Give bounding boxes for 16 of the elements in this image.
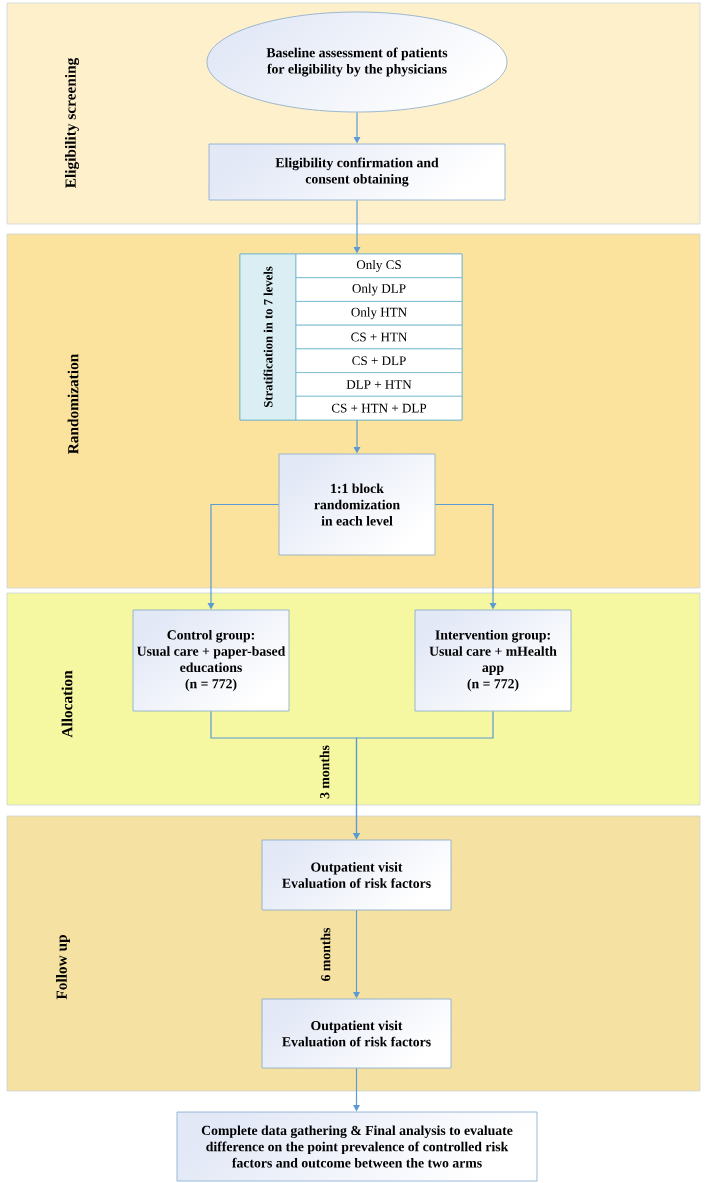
process-box: Control group: Usual care + paper-based educations (n = 772) <box>132 609 290 712</box>
process-box: Intervention group: Usual care + mHealth app (n = 772) <box>414 609 572 712</box>
table-cell: Only HTN <box>295 301 463 326</box>
edge-label: 3 months <box>319 745 330 799</box>
process-box: 1:1 block randomization in each level <box>278 453 436 556</box>
process-box: Outpatient visit Evaluation of risk factors <box>261 839 452 911</box>
edge-label: 6 months <box>320 927 331 981</box>
table-cell: Only CS <box>295 253 463 279</box>
table-cell: CS + DLP <box>295 348 463 373</box>
process-box: Outpatient visit Evaluation of risk factors <box>261 998 452 1069</box>
table-cell: Only DLP <box>295 277 463 302</box>
table-cell: DLP + HTN <box>295 372 463 397</box>
table-cell: CS + HTN + DLP <box>295 395 463 421</box>
table-cell: CS + HTN <box>295 324 463 350</box>
process-box: Eligibility confirmation and consent obtaining <box>208 143 506 201</box>
process-box: Complete data gathering & Final analysis to evaluate difference on the point prevalence of controlled risk factors and outcome between the two arms <box>176 1111 538 1182</box>
